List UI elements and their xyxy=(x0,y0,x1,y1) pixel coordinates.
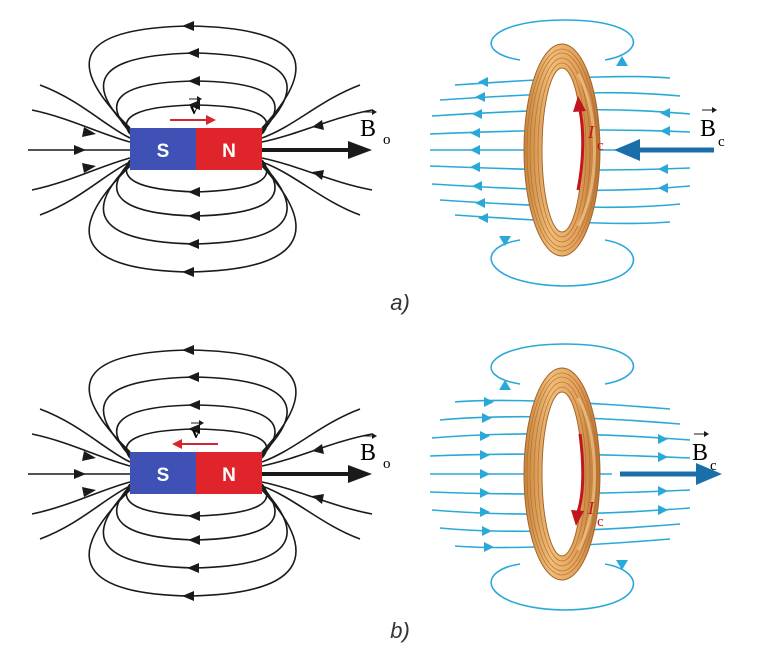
coil-field-arrow-icon xyxy=(614,139,714,161)
coil-field-label: B xyxy=(692,440,708,466)
south-pole-label: S xyxy=(157,141,170,162)
induced-current-label: I xyxy=(587,498,595,518)
coil-field-arrowheads xyxy=(470,56,670,246)
induced-current-arrow-icon xyxy=(573,96,586,191)
magnet-north-pole xyxy=(196,128,262,170)
velocity-label: v xyxy=(190,101,198,118)
coil-field-subscript: c xyxy=(710,458,717,474)
induced-current-arrow-icon xyxy=(571,433,585,526)
north-pole-label: N xyxy=(222,141,236,162)
magnet-field-arrow-icon xyxy=(262,465,372,483)
magnet-south-pole xyxy=(130,128,196,170)
panel-b: S N v B o xyxy=(28,343,722,643)
magnet-field-label: B xyxy=(360,116,376,142)
panel-a: S N v B o xyxy=(28,19,725,315)
velocity-arrow-icon xyxy=(172,439,218,449)
south-pole-label: S xyxy=(157,465,170,486)
velocity-label: v xyxy=(192,425,200,442)
velocity-arrow-icon xyxy=(170,115,216,125)
coil-icon xyxy=(523,367,601,581)
coil-field-arrowheads xyxy=(480,380,668,570)
magnet-field-subscript: o xyxy=(383,132,391,148)
coil-field-label: B xyxy=(700,116,716,142)
induced-current-subscript: c xyxy=(597,138,604,154)
panel-caption: b) xyxy=(390,618,410,643)
north-pole-label: N xyxy=(222,465,236,486)
magnet-field-arrow-icon xyxy=(262,141,372,159)
magnet-north-pole xyxy=(196,452,262,494)
magnet-field-arrowheads xyxy=(74,21,324,277)
magnet-field-label: B xyxy=(360,440,376,466)
induced-current-label: I xyxy=(587,122,595,142)
panel-caption: a) xyxy=(390,290,410,315)
coil-field-arrow-icon xyxy=(620,463,722,485)
coil-field-subscript: c xyxy=(718,134,725,150)
magnet-field-arrowheads xyxy=(74,345,324,601)
magnet-south-pole xyxy=(130,452,196,494)
coil-icon xyxy=(523,43,601,257)
induced-current-subscript: c xyxy=(597,514,604,530)
magnet-field-subscript: o xyxy=(383,456,391,472)
